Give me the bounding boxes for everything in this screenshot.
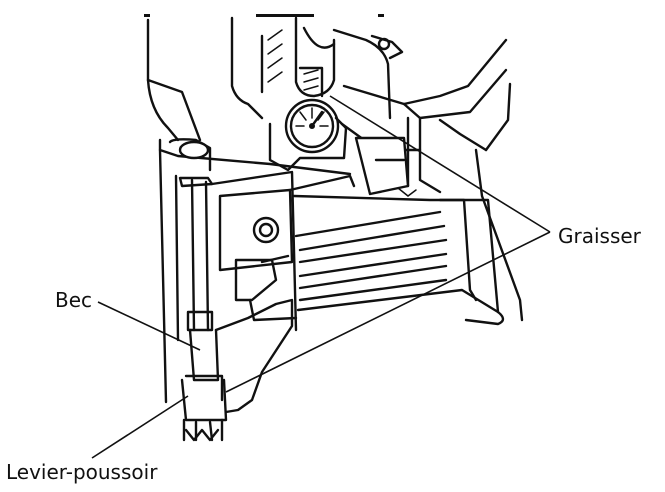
tool-body-right <box>340 38 508 197</box>
label-bec: Bec <box>55 288 93 312</box>
leader-bec <box>97 301 201 351</box>
leader-lines <box>91 95 551 459</box>
leader-levier-poussoir <box>91 395 189 459</box>
label-graisser: Graisser <box>558 224 641 248</box>
tool-housing <box>146 16 404 142</box>
magazine <box>158 82 524 404</box>
leader-graisser-top <box>329 95 551 233</box>
grease-gauge <box>268 98 348 172</box>
label-levier-poussoir: Levier-poussoir <box>6 460 158 484</box>
leader-graisser-bottom <box>225 231 551 393</box>
top-cropped-marks <box>144 14 384 17</box>
nose-assembly <box>180 254 294 442</box>
